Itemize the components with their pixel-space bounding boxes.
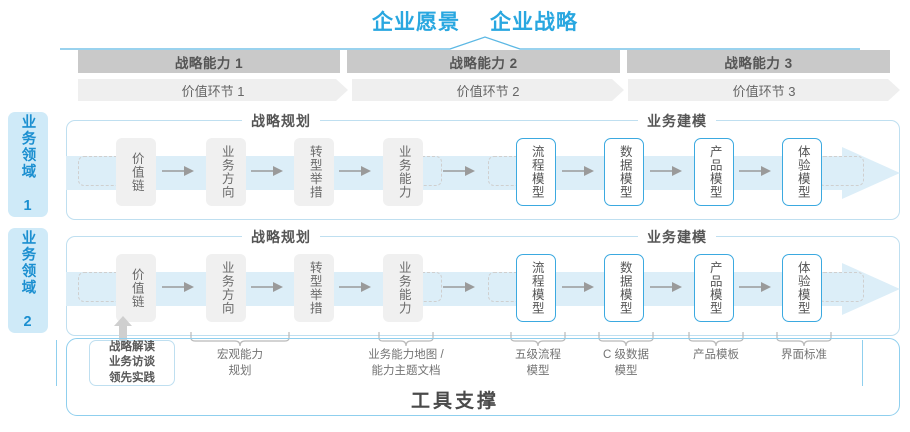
tool-support-container [66, 338, 900, 416]
capability-bar-1: 战略能力 1 [78, 50, 340, 73]
tool-label-process-model: 五级流程 模型 [498, 348, 578, 379]
domain-tab-1[interactable]: 业务领域 1 [8, 112, 48, 217]
tool-label-capability-map: 业务能力地图 / 能力主题文档 [351, 348, 461, 379]
brace-ui-standard [776, 332, 832, 347]
tool-label-line-2: 能力主题文档 [371, 364, 441, 377]
brace-macro-capability [190, 332, 290, 347]
tool-label-product-template: 产品模板 [676, 348, 756, 364]
brace-product-template [688, 332, 744, 347]
arrow-right-icon [162, 166, 194, 176]
tool-divider-right [862, 340, 864, 386]
tool-chip-line-2: 业务访谈 [109, 356, 155, 369]
dashed-placeholder [818, 156, 864, 186]
arrow-right-icon [162, 282, 194, 292]
arrow-right-icon [650, 166, 682, 176]
tool-chip-line-1: 战略解读 [109, 341, 155, 354]
tool-label-ui-standard: 界面标准 [764, 348, 844, 364]
arrow-right-icon [739, 282, 771, 292]
node-business-direction[interactable]: 业务方向 [206, 254, 246, 322]
brace-capability-map [378, 332, 434, 347]
tool-label-line-2: 规划 [228, 364, 252, 377]
section-title-modeling-1: 业务建模 [638, 113, 716, 129]
tool-chip-line-3: 领先实践 [109, 371, 155, 384]
tool-label-line-2: 模型 [614, 364, 638, 377]
node-business-direction[interactable]: 业务方向 [206, 138, 246, 206]
node-value-chain[interactable]: 价值链 [116, 138, 156, 206]
pipeline-row-2: 战略规划 业务建模 价值链 业务方向 转型举措 业务能力 流程模型 数据模型 产… [66, 229, 900, 336]
tool-label-line-1: C 级数据 [603, 349, 649, 361]
arrow-up-icon [114, 316, 132, 342]
node-data-model[interactable]: 数据模型 [604, 254, 644, 322]
tool-chip-strategy-inputs[interactable]: 战略解读 业务访谈 领先实践 [89, 340, 175, 386]
capability-bar-2: 战略能力 2 [347, 50, 620, 73]
value-chevron-2: 价值环节 2 [352, 79, 624, 101]
enterprise-vision-title: 企业愿景 [372, 11, 460, 34]
vision-peak-line [60, 36, 860, 50]
section-title-planning-2: 战略规划 [242, 229, 320, 245]
node-experience-model[interactable]: 体验模型 [782, 254, 822, 322]
node-transformation[interactable]: 转型举措 [294, 138, 334, 206]
tool-label-macro-capability: 宏观能力 规划 [200, 348, 280, 379]
node-business-capability[interactable]: 业务能力 [383, 254, 423, 322]
node-process-model[interactable]: 流程模型 [516, 138, 556, 206]
pipeline-row-1: 战略规划 业务建模 价值链 业务方向 转型举措 业务能力 流程模型 数据模型 产… [66, 113, 900, 220]
node-experience-model[interactable]: 体验模型 [782, 138, 822, 206]
tool-label-line-1: 业务能力地图 / [368, 349, 444, 361]
tool-label-line-1: 五级流程 [515, 349, 561, 361]
arrow-right-icon [562, 282, 594, 292]
arrow-right-icon [650, 282, 682, 292]
enterprise-strategy-title: 企业战略 [490, 11, 578, 34]
node-transformation[interactable]: 转型举措 [294, 254, 334, 322]
tool-label-line-1: 界面标准 [781, 349, 827, 361]
arrow-right-icon [339, 166, 371, 176]
node-process-model[interactable]: 流程模型 [516, 254, 556, 322]
tool-label-data-model: C 级数据 模型 [586, 348, 666, 379]
tool-divider-left [56, 340, 58, 386]
brace-data-model [598, 332, 654, 347]
value-chevron-3: 价值环节 3 [628, 79, 900, 101]
capability-bar-3: 战略能力 3 [627, 50, 890, 73]
node-product-model[interactable]: 产品模型 [694, 254, 734, 322]
row-2-flow-band [66, 263, 900, 315]
section-title-planning-1: 战略规划 [242, 113, 320, 129]
arrow-right-icon [443, 166, 475, 176]
vision-title-row: 企业愿景 企业战略 [0, 6, 910, 36]
node-value-chain[interactable]: 价值链 [116, 254, 156, 322]
arrow-right-icon [443, 282, 475, 292]
tool-label-line-1: 产品模板 [693, 349, 739, 361]
arrow-right-icon [739, 166, 771, 176]
dashed-placeholder [818, 272, 864, 302]
domain-tab-2[interactable]: 业务领域 2 [8, 228, 48, 333]
arrow-right-icon [251, 282, 283, 292]
node-data-model[interactable]: 数据模型 [604, 138, 644, 206]
arrow-right-icon [339, 282, 371, 292]
row-1-flow-band [66, 147, 900, 199]
tool-label-line-2: 模型 [526, 364, 550, 377]
node-business-capability[interactable]: 业务能力 [383, 138, 423, 206]
tool-label-line-1: 宏观能力 [217, 349, 263, 361]
tool-support-title: 工具支撑 [410, 391, 499, 412]
value-chevron-1: 价值环节 1 [78, 79, 348, 101]
arrow-right-icon [251, 166, 283, 176]
arrow-right-icon [562, 166, 594, 176]
brace-process-model [510, 332, 566, 347]
section-title-modeling-2: 业务建模 [638, 229, 716, 245]
node-product-model[interactable]: 产品模型 [694, 138, 734, 206]
